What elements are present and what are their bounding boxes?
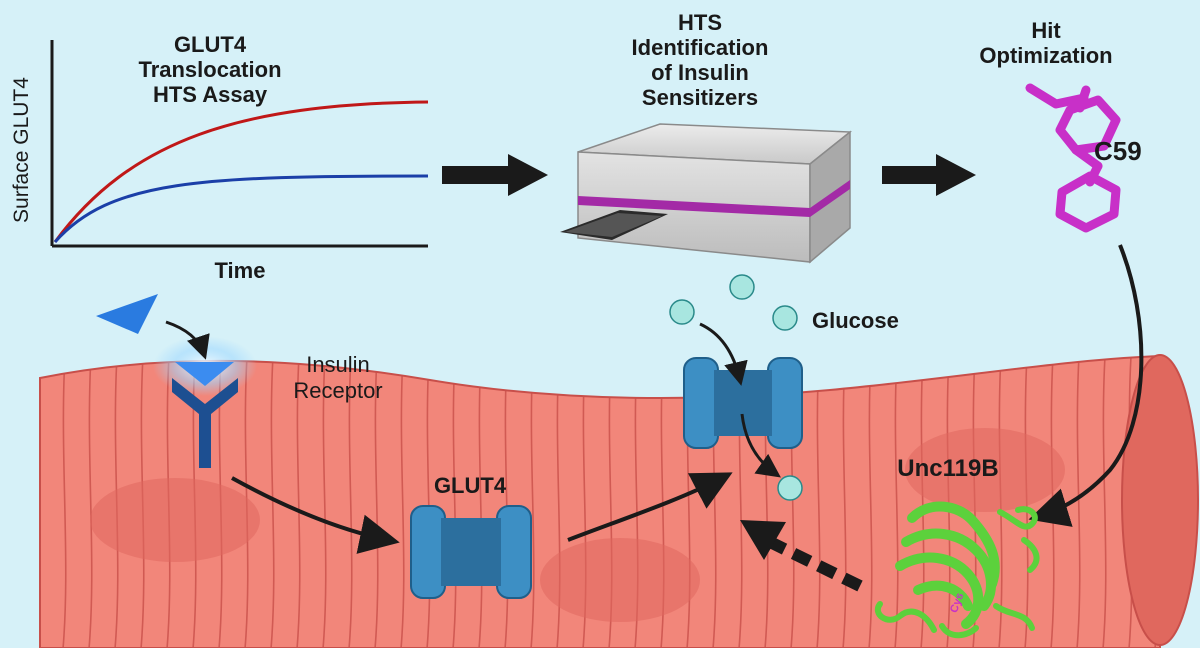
glut4-label: GLUT4	[434, 473, 507, 498]
nucleus	[540, 538, 700, 622]
assay-title-line-3: HTS Assay	[153, 82, 268, 107]
dashed-arrow	[740, 520, 863, 592]
c59-to-unc119b-arrow	[1028, 244, 1144, 527]
muscle-striation-line	[87, 356, 93, 648]
hts-title-line-2: Identification	[632, 35, 769, 60]
unc119b-label: Unc119B	[897, 455, 998, 482]
insulin-receptor-label-line-1: Insulin	[306, 352, 370, 377]
glucose-entry-arrow	[699, 322, 748, 386]
muscle-striation-line	[919, 356, 925, 648]
insulin-receptor-group: Insulin Receptor	[96, 294, 383, 468]
flow-arrows	[165, 244, 1144, 554]
assay-x-axis-label: Time	[215, 258, 266, 283]
glucose-exit-arrow	[740, 413, 781, 478]
hit-title-line-2: Optimization	[979, 43, 1112, 68]
glut4-transporter-icon	[410, 505, 532, 599]
c59-label: C59	[1094, 136, 1142, 166]
muscle-striation-line	[61, 356, 67, 648]
insulin-receptor-icon	[172, 362, 238, 468]
glucose-icon	[729, 274, 755, 300]
low-response-curve	[53, 174, 429, 243]
insulin-receptor-label-line-2: Receptor	[293, 378, 382, 403]
muscle-striation-line	[321, 356, 327, 648]
muscle-striation-line	[269, 356, 275, 648]
assay-title-line-2: Translocation	[138, 57, 281, 82]
signaling-arrow	[231, 476, 400, 554]
hit-title-line-1: Hit	[1031, 18, 1061, 43]
unc119b-protein-icon	[875, 501, 1040, 639]
assay-title-line-1: GLUT4	[174, 32, 247, 57]
hit-panel: Hit Optimization C59	[979, 18, 1142, 233]
assay-y-axis-label: Surface GLUT4	[10, 77, 33, 223]
right-arrow-icon	[442, 154, 548, 196]
glucose-icon	[669, 299, 695, 325]
high-response-curve	[53, 100, 429, 243]
muscle-striation-line	[347, 356, 353, 648]
assay-panel: GLUT4 Translocation HTS Assay Surface GL…	[10, 32, 429, 283]
insulin-ligand-icon	[96, 294, 158, 334]
muscle-striation-line	[1101, 356, 1107, 648]
insulin-binding-arrow	[165, 320, 210, 360]
translocation-arrow	[567, 472, 733, 542]
hts-title-line-3: of Insulin	[651, 60, 749, 85]
hts-panel: HTS Identification of Insulin Sensitizer…	[560, 10, 853, 264]
muscle-end-cap	[1121, 354, 1199, 646]
muscle-striation-line	[425, 356, 431, 648]
muscle-striation-line	[1075, 356, 1081, 648]
c59-molecule-icon	[1025, 83, 1121, 233]
glucose-icon	[777, 475, 803, 501]
nucleus	[90, 478, 260, 562]
hts-title-line-1: HTS	[678, 10, 722, 35]
muscle-striation-line	[399, 356, 405, 648]
glucose-icon	[772, 305, 798, 331]
muscle-striation-line	[295, 356, 301, 648]
plate-reader-icon	[560, 123, 853, 264]
muscle-striation-line	[373, 356, 379, 648]
glucose-label: Glucose	[812, 308, 899, 333]
hts-title-line-4: Sensitizers	[642, 85, 758, 110]
nucleus	[905, 428, 1065, 512]
glut4-transporter-icon	[683, 357, 803, 449]
right-arrow-icon	[882, 154, 976, 196]
